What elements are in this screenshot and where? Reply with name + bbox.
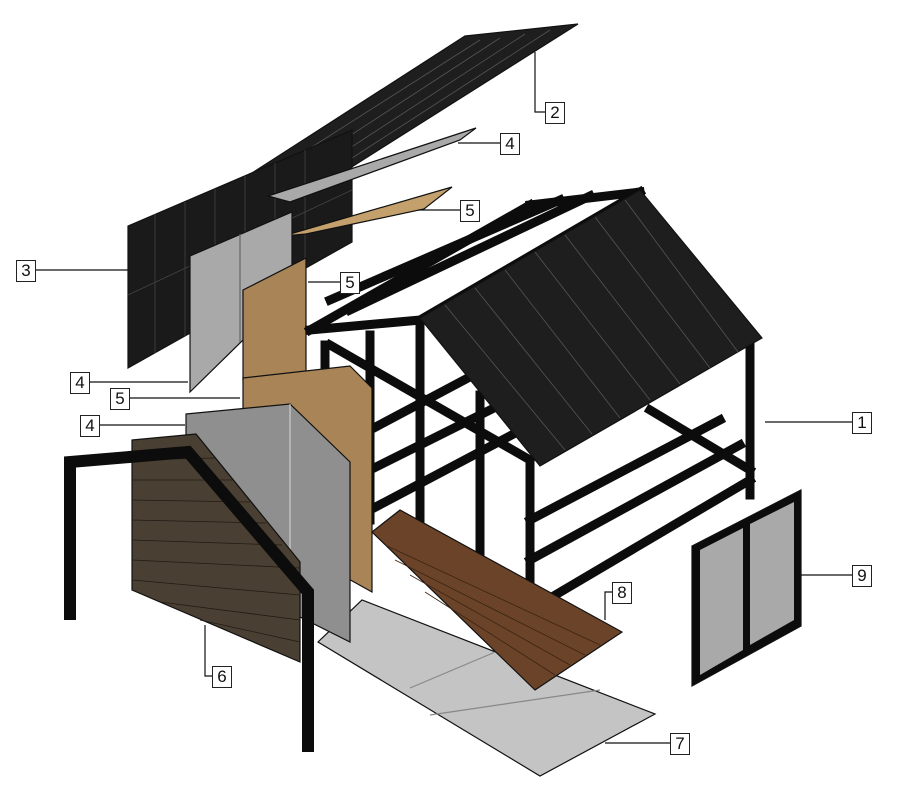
frame-roof-ribs xyxy=(444,199,739,451)
callout-4: 4 xyxy=(70,372,90,394)
slatted-wall-6 xyxy=(131,433,301,663)
callout-3: 3 xyxy=(16,260,36,282)
floor-wood-planks xyxy=(384,544,601,676)
callout-5: 5 xyxy=(460,200,480,222)
callout-6: 6 xyxy=(212,666,232,688)
callout-7: 7 xyxy=(670,733,690,755)
gable-frame-post xyxy=(64,445,314,752)
callout-2: 2 xyxy=(545,102,565,124)
callout-4: 4 xyxy=(80,415,100,437)
floor-wood-8 xyxy=(371,509,624,691)
callout-5: 5 xyxy=(340,272,360,294)
panel-5-top xyxy=(282,186,453,237)
callout-8: 8 xyxy=(612,582,632,604)
callout-5: 5 xyxy=(110,388,130,410)
callout-1: 1 xyxy=(852,412,872,434)
leader-lines xyxy=(36,52,852,744)
callout-4: 4 xyxy=(500,133,520,155)
door-pane-left xyxy=(700,528,743,675)
panel-4-top xyxy=(265,127,477,203)
callout-9: 9 xyxy=(852,565,872,587)
frame-roof xyxy=(419,189,763,467)
door-pane-right xyxy=(750,502,794,645)
